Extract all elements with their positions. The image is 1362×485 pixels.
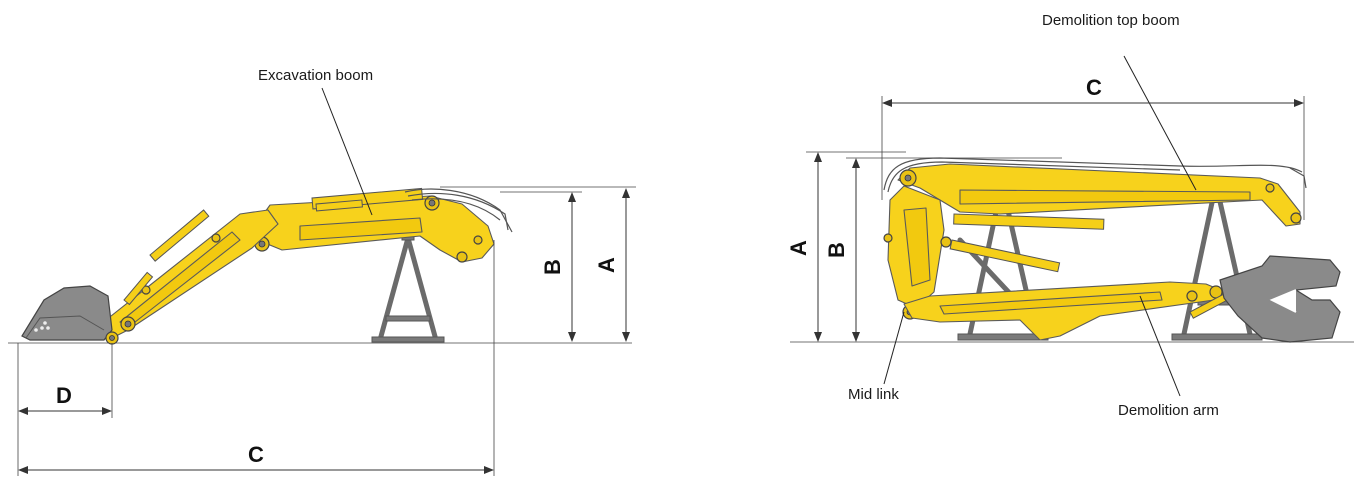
callout-mid-link: Mid link [848, 386, 899, 403]
bucket-cylinder-left [123, 209, 210, 306]
excavation-boom [247, 195, 495, 263]
dimension-d-left: D [18, 343, 113, 418]
dim-label-b-right: B [824, 242, 849, 258]
leader-excavation-boom [321, 87, 373, 216]
demolition-crusher [1219, 255, 1341, 343]
hoses-left [404, 188, 513, 233]
dimension-a-right: A [786, 151, 906, 342]
mid-cylinders [949, 213, 1105, 273]
dim-label-a-right: A [786, 240, 811, 256]
left-figure: Excavation boom A B C [8, 67, 636, 476]
dim-label-b-left: B [540, 259, 565, 275]
callout-excavation-boom: Excavation boom [258, 67, 373, 84]
dimension-c-left: C [17, 240, 495, 476]
right-figure: Demolition top boom Mid link Demolition … [786, 12, 1354, 419]
leader-demolition-arm [1139, 295, 1181, 397]
dimension-b-right: B [824, 157, 1062, 342]
dimension-c-right: C [881, 75, 1305, 220]
demolition-arm [903, 281, 1235, 341]
callout-demolition-arm: Demolition arm [1118, 402, 1219, 419]
callout-demolition-top-boom: Demolition top boom [1042, 12, 1180, 29]
demolition-top-boom [897, 163, 1302, 227]
dim-label-a-left: A [594, 257, 619, 273]
leader-top-boom [1123, 55, 1197, 191]
boom-stand-left [371, 229, 445, 343]
bucket [21, 285, 119, 345]
dim-label-c-left: C [248, 442, 264, 467]
leader-mid-link [883, 311, 905, 385]
dimension-b-left: B [500, 191, 582, 342]
dim-label-c-right: C [1086, 75, 1102, 100]
dim-label-d-left: D [56, 383, 72, 408]
dimension-a-left: A [440, 186, 636, 342]
mid-link [883, 185, 952, 320]
